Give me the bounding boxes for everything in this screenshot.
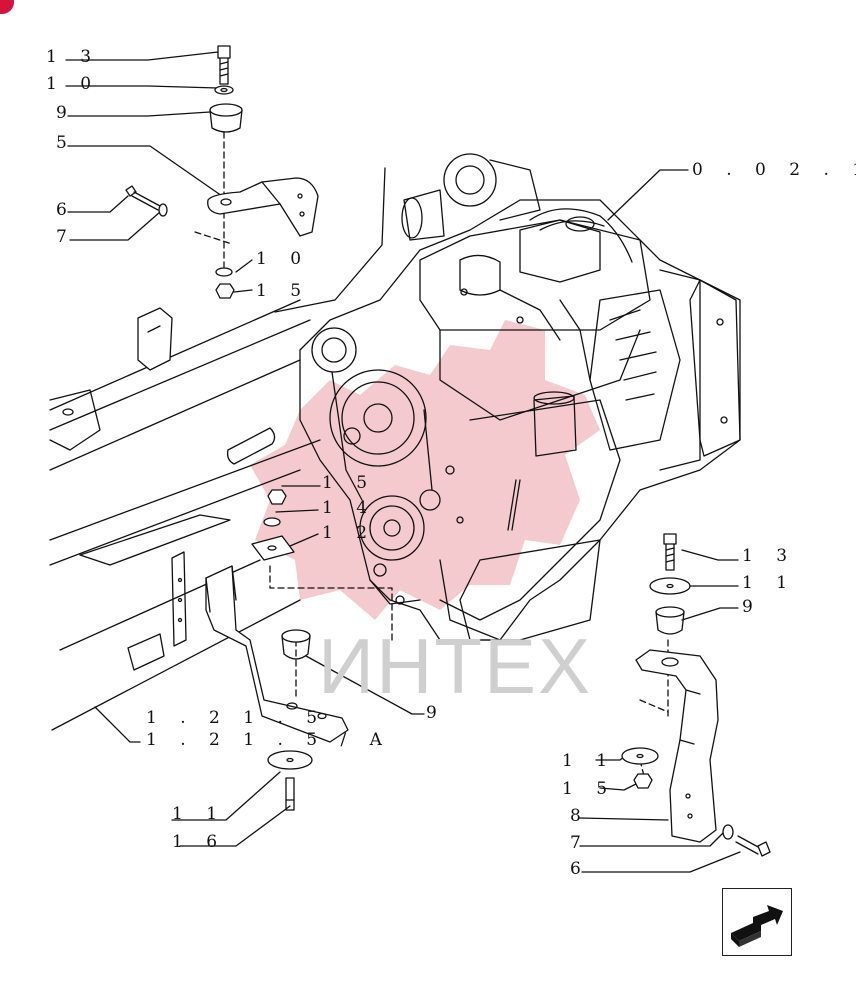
callout-13-right: 1 3	[742, 546, 797, 566]
watermark-gear-icon	[250, 320, 600, 620]
callout-7-top: 7	[56, 227, 76, 247]
callout-11-right-low: 1 1	[562, 751, 617, 771]
callout-10-mid: 1 0	[256, 249, 311, 269]
watermark-text: ИНТЕХ	[318, 622, 593, 710]
callout-15-right-low: 1 5	[562, 779, 617, 799]
callout-1-21-5: 1 . 2 1 . 5	[146, 708, 327, 728]
callout-9-right: 9	[742, 597, 762, 617]
chassis-frame	[49, 299, 349, 811]
callout-9-center: 9	[426, 703, 446, 723]
callout-10-top: 1 0	[46, 74, 101, 94]
callout-12-center: 1 2	[322, 523, 377, 543]
callout-1-21-5-A: 1 . 2 1 . 5 / A	[146, 730, 391, 750]
next-page-arrow-icon	[731, 905, 783, 947]
callout-15-mid: 1 5	[256, 281, 311, 301]
right-mount	[621, 533, 771, 857]
next-page-button[interactable]	[722, 888, 792, 956]
callout-6-top: 6	[56, 200, 76, 220]
callout-6-right: 6	[570, 859, 590, 879]
callout-13-top: 1 3	[46, 47, 101, 67]
leader-lines	[65, 51, 741, 873]
callout-0-02-1: 0 . 0 2 . 1	[692, 160, 856, 180]
callout-11-right: 1 1	[742, 573, 797, 593]
callout-9-top: 9	[56, 103, 76, 123]
top-left-mount	[125, 45, 319, 299]
callout-15-center: 1 5	[322, 473, 377, 493]
callout-7-right: 7	[570, 833, 590, 853]
corner-mark-icon	[0, 0, 14, 14]
callout-5: 5	[56, 133, 76, 153]
callout-16-left: 1 6	[172, 832, 227, 852]
callout-11-left: 1 1	[172, 804, 227, 824]
callout-14-center: 1 4	[322, 498, 377, 518]
callout-8-right: 8	[570, 806, 590, 826]
engine-assembly	[299, 153, 741, 641]
